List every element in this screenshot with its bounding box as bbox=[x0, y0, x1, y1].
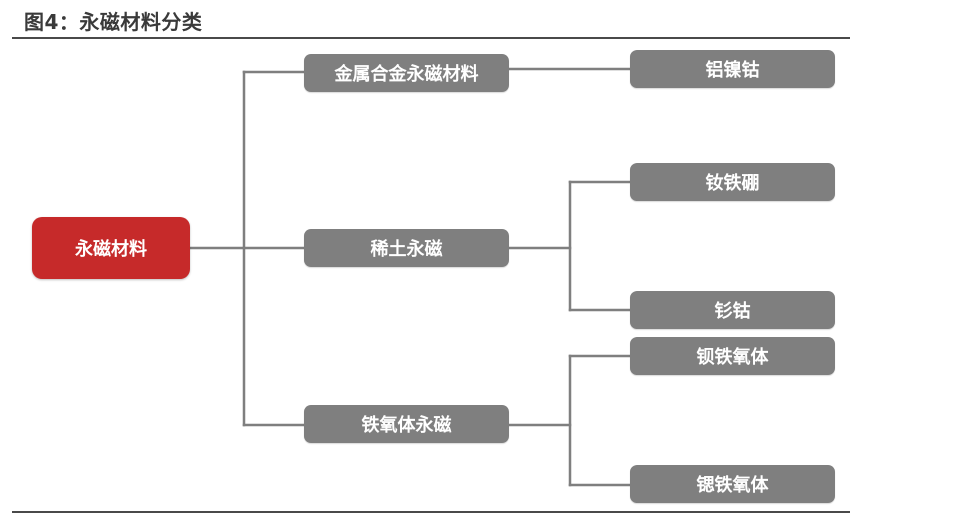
leaf-node-strontium-ferrite: 锶铁氧体 bbox=[630, 465, 835, 503]
top-rule bbox=[12, 37, 850, 39]
leaf-node-alnico: 铝镍钴 bbox=[630, 50, 835, 88]
leaf-node-barium-ferrite: 钡铁氧体 bbox=[630, 337, 835, 375]
category-node-rare-earth: 稀土永磁 bbox=[304, 229, 509, 267]
bottom-rule bbox=[12, 511, 850, 513]
figure-title: 图4：永磁材料分类 bbox=[24, 10, 203, 34]
leaf-node-ndfeb: 钕铁硼 bbox=[630, 163, 835, 201]
category-node-ferrite: 铁氧体永磁 bbox=[304, 405, 509, 443]
leaf-node-smco: 钐钴 bbox=[630, 291, 835, 329]
root-node: 永磁材料 bbox=[32, 217, 190, 279]
category-node-metal-alloy: 金属合金永磁材料 bbox=[304, 54, 509, 92]
